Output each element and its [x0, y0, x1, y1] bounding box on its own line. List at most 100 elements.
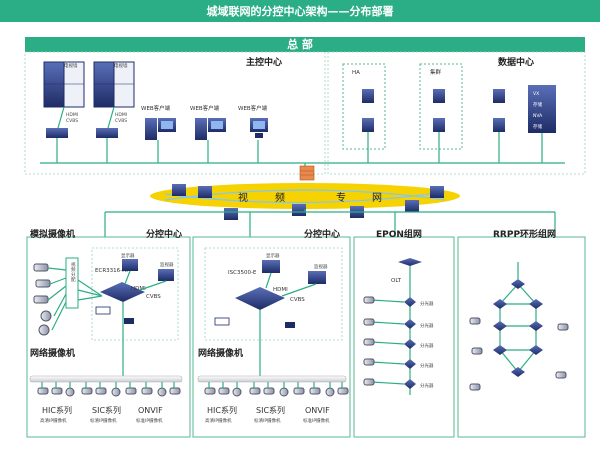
splitter-label: 分光器	[420, 322, 434, 329]
title-bar	[0, 0, 600, 22]
epon-camera-icon	[363, 318, 375, 326]
branch-2-keyboard	[214, 317, 230, 326]
rrpp-ring-line	[517, 349, 537, 373]
ip-camera-icon	[337, 382, 349, 395]
net-char-1: 视	[238, 191, 248, 204]
ip-camera-icon	[232, 382, 242, 397]
analog-camera-icon	[38, 301, 67, 336]
branch-1-monitor-label: 监视器	[160, 261, 174, 268]
branch-2-nvr	[235, 287, 285, 310]
net-char-2: 频	[275, 191, 285, 204]
cluster-box	[419, 63, 463, 150]
analog-camera-label: 模拟摄像机	[30, 228, 75, 240]
camera-series-name: HIC系列	[42, 405, 72, 415]
network-router-icon	[292, 204, 306, 216]
branch-1-nvr	[100, 282, 145, 302]
web-client-label-1: WEB客户端	[141, 104, 171, 112]
epon-camera-icon	[363, 296, 375, 304]
rrpp-camera-icon	[469, 383, 481, 391]
ip-camera-icon	[157, 382, 167, 397]
epon-branch-line	[371, 299, 405, 303]
splitter-icon	[404, 379, 416, 389]
ip-camera-icon	[263, 382, 275, 395]
ip-camera-icon	[95, 382, 107, 395]
splitter-icon	[404, 339, 416, 349]
rrpp-switch-icon	[493, 321, 507, 331]
rrpp-switch-icon	[493, 299, 507, 309]
branch-2-device: ISC3500-E	[228, 270, 257, 276]
network-router-icon	[405, 200, 419, 212]
ha-box	[342, 63, 386, 150]
ip-camera-icon	[249, 382, 261, 395]
epon-camera-icon	[363, 378, 375, 386]
branch-panel-1	[26, 236, 191, 438]
ip-camera-icon	[204, 382, 216, 395]
svg-text:存储: 存储	[533, 101, 542, 108]
svg-text:存储: 存储	[533, 123, 542, 130]
web-client-3	[250, 118, 268, 138]
splitter-label: 分光器	[420, 382, 434, 389]
olt-label: OLT	[391, 278, 402, 284]
ip-camera-icon	[141, 382, 153, 395]
branch-2-cvbs: CVBS	[290, 297, 305, 303]
epon-branch-line	[371, 321, 405, 325]
network-router-icon	[430, 186, 444, 198]
camera-series-name: SIC系列	[256, 405, 285, 415]
epon-camera-icon	[363, 358, 375, 366]
camera-series-name: ONVIF	[305, 406, 330, 415]
epon-branch-line	[371, 341, 405, 345]
dc-server-2	[493, 118, 505, 132]
svg-text:NVA: NVA	[533, 113, 543, 119]
switch-bar-1	[29, 375, 183, 383]
rrpp-camera-icon	[471, 347, 483, 355]
ha-server-2	[362, 118, 374, 132]
ha-server-1	[362, 89, 374, 103]
epon-branch-line	[371, 381, 405, 385]
analog-camera-icon	[40, 293, 67, 322]
main-center-region	[24, 51, 326, 175]
data-center-label: 数据中心	[498, 56, 534, 68]
branch-2-display	[262, 260, 280, 273]
tv-wall-1	[43, 61, 85, 108]
branch-1-title: 分控中心	[146, 228, 182, 240]
splitter-label: 分光器	[420, 300, 434, 307]
rrpp-ring-line	[499, 283, 519, 305]
cluster-server-1	[433, 89, 445, 103]
ip-camera-icon	[65, 382, 75, 397]
decoder-2	[96, 128, 118, 138]
branch-panel-2	[192, 236, 351, 438]
splitter-icon	[404, 297, 416, 307]
rrpp-camera-icon	[555, 371, 567, 379]
epon-panel	[353, 236, 455, 438]
video-splitter	[65, 257, 79, 309]
tv-wall-2	[93, 61, 135, 108]
ip-camera-icon	[218, 382, 230, 395]
ip-camera-icon	[81, 382, 93, 395]
web-client-2	[195, 118, 226, 140]
rrpp-switch-icon	[529, 345, 543, 355]
network-router-icon	[198, 186, 212, 198]
branch-2-monitor-label: 监视器	[314, 263, 328, 270]
branch-2-mouse	[285, 322, 295, 328]
branch-2-monitor	[308, 271, 326, 284]
camera-series-name: SIC系列	[92, 405, 121, 415]
branch-2-inner	[204, 247, 343, 341]
splitter-icon	[404, 319, 416, 329]
ip-camera-icon	[111, 382, 121, 397]
network-router-icon	[224, 208, 238, 220]
cluster-server-2	[433, 118, 445, 132]
firewall-icon	[299, 165, 315, 181]
rrpp-title: RRPP环形组网	[493, 228, 556, 240]
rrpp-switch-icon	[511, 367, 525, 377]
video-network-ellipse	[150, 183, 460, 209]
rrpp-camera-icon	[557, 323, 569, 331]
ip-camera-icon	[309, 382, 321, 395]
rrpp-switch-icon	[529, 321, 543, 331]
epon-title: EPON组网	[376, 228, 422, 240]
analog-camera-icon	[35, 277, 67, 288]
olt-icon	[398, 258, 422, 266]
